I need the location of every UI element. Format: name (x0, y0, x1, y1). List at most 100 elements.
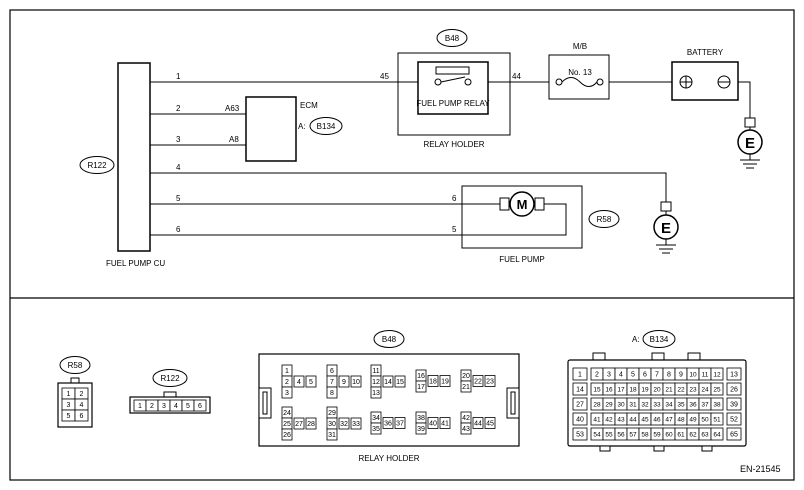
b134-pin-32: 32 (641, 401, 649, 408)
b134-pin-26: 26 (730, 387, 738, 394)
b134-bottom-tab-3 (701, 445, 713, 452)
relay-switch-icon (440, 76, 466, 83)
fuse-icon (561, 77, 598, 87)
ground-cu: E (653, 201, 679, 254)
b134-pin-56: 56 (617, 431, 625, 438)
pin-cu-5: 5 (176, 194, 181, 203)
b134-pin-12: 12 (713, 371, 721, 378)
b48-pin-9-box (338, 375, 350, 388)
b48-pin-26: 26 (283, 432, 291, 439)
pin-relay-44: 44 (512, 72, 521, 81)
b134-pin-2: 2 (595, 372, 599, 379)
b134-pin-44: 44 (629, 416, 637, 423)
b48-pin-14: 14 (384, 379, 392, 386)
b134-pin-14-box (572, 382, 588, 396)
b48-pin-38: 38 (417, 415, 425, 422)
b48-pin-27-box (293, 417, 305, 430)
fuse-terminal-left-icon (555, 78, 563, 86)
badge-r122-top (79, 156, 115, 174)
b134-pin-3: 3 (607, 372, 611, 379)
r122-pin-6: 6 (198, 403, 202, 410)
pin-cu-4: 4 (176, 163, 181, 172)
fuel-pump-box (461, 185, 583, 249)
b134-pin-6: 6 (643, 372, 647, 379)
b48-pin-1: 1 (285, 368, 289, 375)
fuse-label: No. 13 (568, 68, 592, 77)
b48-pin-41-box (439, 417, 451, 429)
b134-pin-18: 18 (629, 386, 637, 393)
r122-pin-2: 2 (150, 403, 154, 410)
fuel-pump-cu-box (117, 62, 151, 252)
b134-pin-45: 45 (641, 416, 649, 423)
b134-pin-59: 59 (653, 431, 661, 438)
b134-pin-40-box (572, 412, 588, 426)
b134-pin-43: 43 (617, 416, 625, 423)
badge-r58-bottom-text: R58 (68, 361, 83, 370)
b48-pin-3: 3 (285, 390, 289, 397)
b134-pin-26-box (726, 382, 742, 396)
outer-frame (9, 9, 795, 481)
b134-pin-35: 35 (677, 401, 685, 408)
b48-pin-33: 33 (352, 421, 360, 428)
wire-battery-ground (738, 81, 751, 118)
b48-pin-44-box (472, 417, 484, 429)
b134-pin-33: 33 (653, 401, 661, 408)
b48-pin-23: 23 (486, 379, 494, 386)
relay-holder-top-label: RELAY HOLDER (423, 140, 484, 149)
ground-battery: E (737, 117, 763, 169)
b134-pin-39: 39 (730, 402, 738, 409)
b134-pin-17: 17 (617, 386, 625, 393)
b134-pin-10: 10 (689, 371, 697, 378)
r122-pin-1: 1 (138, 403, 142, 410)
b48-pin-35: 35 (372, 426, 380, 433)
b48-pin-41: 41 (441, 421, 449, 428)
b48-pin-36-box (382, 417, 394, 429)
b48-pin-4: 4 (297, 379, 301, 386)
b134-pin-29: 29 (605, 401, 613, 408)
b134-pin-19: 19 (641, 386, 649, 393)
pin-cu-6: 6 (176, 225, 181, 234)
b134-bottom-tab-2 (653, 445, 665, 452)
b48-pin-43: 43 (462, 426, 470, 433)
b134-pin-54: 54 (593, 431, 601, 438)
b134-pin-4: 4 (619, 372, 623, 379)
b48-pin-31-box (326, 428, 338, 441)
b48-pin-22: 22 (474, 379, 482, 386)
b48-pin-12: 12 (372, 379, 380, 386)
b134-pin-52: 52 (730, 417, 738, 424)
r122-pin-6-box (193, 399, 207, 412)
b134-pin-61: 61 (677, 431, 685, 438)
relay-holder-bottom-label: RELAY HOLDER (358, 454, 419, 463)
motor-brush-right-icon (534, 197, 545, 211)
b134-pin-31: 31 (629, 401, 637, 408)
badge-b134-top (309, 117, 343, 135)
pin-cu-2: 2 (176, 104, 181, 113)
b48-pin-21-box (460, 380, 472, 393)
b48-pin-11: 11 (372, 368, 379, 375)
badge-b134-bottom (642, 330, 676, 348)
r122-pin-5: 5 (186, 403, 190, 410)
ecm-box (245, 96, 297, 162)
b134-pin-9: 9 (679, 372, 683, 379)
r58-pin-1: 1 (67, 391, 71, 398)
b134-pin-40: 40 (576, 417, 584, 424)
b134-pin-7: 7 (655, 372, 659, 379)
b134-pin-38-box (710, 397, 724, 411)
b134-pin-1-box (572, 367, 588, 381)
pin-pump-5: 5 (452, 225, 457, 234)
b134-pin-34: 34 (665, 401, 673, 408)
badge-b48-top-text: B48 (445, 34, 460, 43)
b134-pin-13-box (726, 367, 742, 381)
badge-b48-bottom-text: B48 (382, 335, 397, 344)
badge-b48-top (436, 29, 468, 47)
b48-pin-17: 17 (417, 384, 425, 391)
b134-pin-58: 58 (641, 431, 649, 438)
pin-cu-3: 3 (176, 135, 181, 144)
ground-battery-label: E (745, 135, 755, 152)
relay-holder-box (397, 52, 511, 136)
b48-pin-40: 40 (429, 421, 437, 428)
b134-pin-16: 16 (605, 386, 613, 393)
